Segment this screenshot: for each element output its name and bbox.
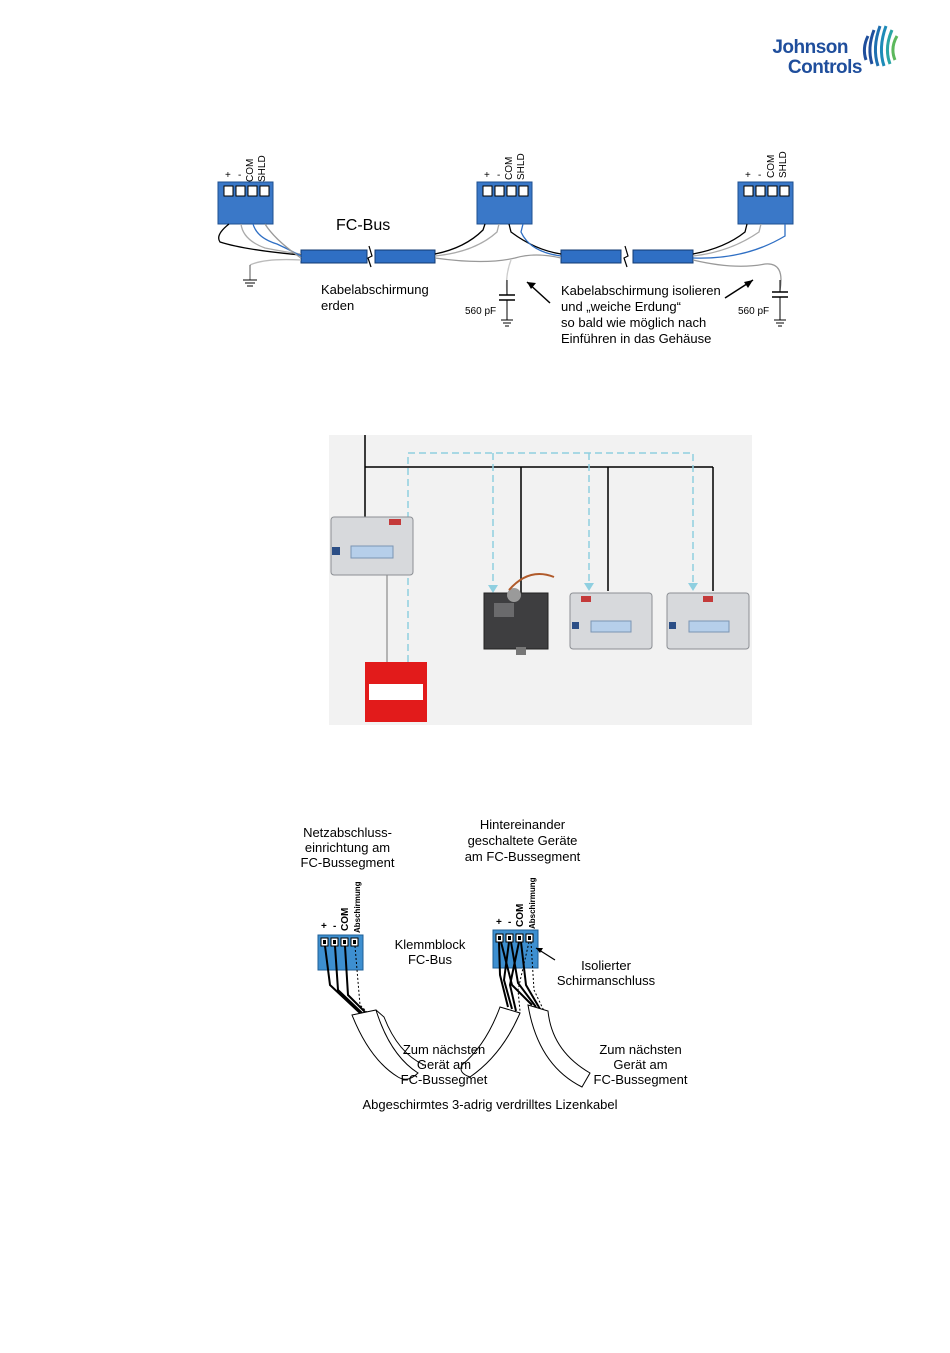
isolate-label-3: so bald wie möglich nach — [561, 315, 707, 330]
fig3-term-plus-left: + — [321, 921, 327, 932]
next-left-label-1: Zum nächsten — [402, 1042, 486, 1057]
cap-right-label: 560 pF — [738, 306, 770, 317]
fig3-term-minus-right: - — [508, 917, 512, 928]
fig3-term-shield-left: Abschirmung — [353, 881, 362, 933]
fig1-term-plus-left: + — [225, 170, 231, 181]
fig1-term-com-left: COM — [245, 158, 256, 182]
fig3-term-com-left: COM — [340, 907, 351, 931]
fig1-term-plus-right: + — [745, 170, 751, 181]
fc-bus-wiring-graphic — [217, 181, 794, 327]
isolate-label-2: und „weiche Erdung“ — [561, 299, 681, 314]
fc-bus-label: FC-Bus — [336, 217, 391, 234]
logo-text-line2: Controls — [787, 57, 863, 78]
isolate-label-1: Kabelabschirmung isolieren — [561, 283, 721, 298]
fig1-term-plus-mid: + — [484, 170, 490, 181]
daisy-label-3: am FC-Bussegment — [464, 849, 581, 864]
cap-left-label: 560 pF — [465, 306, 497, 317]
daisy-label-2: geschaltete Geräte — [467, 833, 578, 848]
fig1-term-shld-mid: SHLD — [516, 153, 527, 180]
next-right-label-2: Gerät am — [613, 1057, 668, 1072]
fig1-term-shld-left: SHLD — [257, 155, 268, 182]
isolated-label-2: Schirmanschluss — [556, 973, 656, 988]
isolate-label-4: Einführen in das Gehäuse — [561, 331, 712, 346]
eol-label-2: einrichtung am — [304, 840, 391, 855]
next-left-label-3: FC-Bussegmet — [400, 1072, 488, 1087]
cable-caption: Abgeschirmtes 3-adrig verdrilltes Lizenk… — [362, 1097, 618, 1112]
fc-bus-wiring-diagram: + - COM SHLD + - COM SHLD + - COM SHLD F… — [205, 140, 805, 355]
terminal-block-graphic — [317, 929, 591, 1088]
fig1-term-minus-right: - — [758, 170, 762, 181]
fig3-term-shield-right: Abschirmung — [528, 877, 537, 929]
fig3-term-plus-right: + — [496, 917, 502, 928]
device-topology-diagram — [329, 435, 752, 725]
next-right-label-1: Zum nächsten — [599, 1042, 682, 1057]
fig1-term-com-mid: COM — [504, 156, 515, 180]
terminal-block-label-1: Klemmblock — [394, 937, 466, 952]
fig1-term-shld-right: SHLD — [778, 151, 789, 178]
terminal-block-diagram: Netzabschluss- einrichtung am FC-Bussegm… — [290, 815, 710, 1115]
next-right-label-3: FC-Bussegment — [593, 1072, 688, 1087]
logo-text-line1: Johnson — [772, 37, 848, 58]
ground-shield-label-1: Kabelabschirmung — [321, 282, 429, 297]
ground-shield-label-2: erden — [321, 298, 355, 313]
eol-label-1: Netzabschluss- — [303, 825, 392, 840]
fig1-term-minus-left: - — [238, 170, 242, 181]
terminal-block-label-2: FC-Bus — [407, 952, 453, 967]
fig3-term-minus-left: - — [333, 921, 337, 932]
daisy-label-1: Hintereinander — [479, 817, 566, 832]
eol-label-3: FC-Bussegment — [300, 855, 395, 870]
fig3-term-com-right: COM — [515, 903, 526, 927]
next-left-label-2: Gerät am — [416, 1057, 472, 1072]
fig1-term-minus-mid: - — [497, 170, 501, 181]
isolated-label-1: Isolierter — [581, 958, 631, 973]
device-topology-graphic — [330, 435, 750, 722]
company-logo: Johnson Controls — [770, 20, 905, 80]
fig1-term-com-right: COM — [766, 154, 777, 178]
logo-swoosh-icon — [862, 25, 899, 67]
